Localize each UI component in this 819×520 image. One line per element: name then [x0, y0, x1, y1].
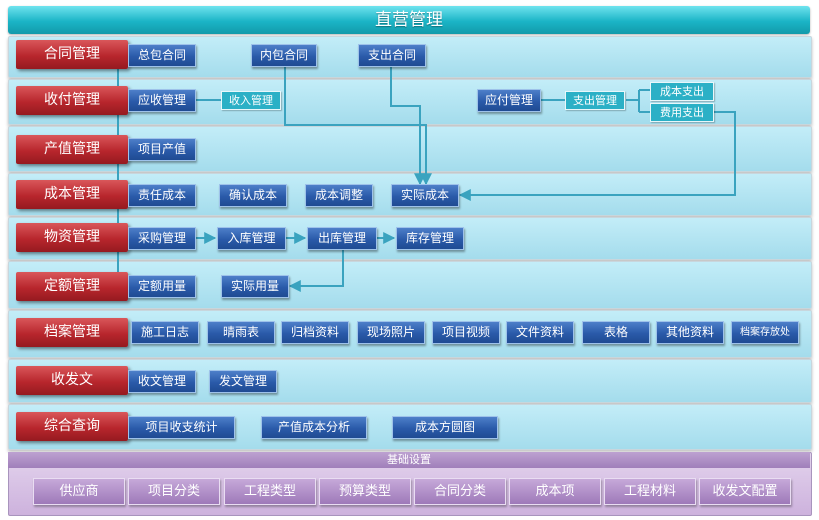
category-quota[interactable]: 定额管理 — [16, 272, 128, 301]
expense-contract-button[interactable]: 支出合同 — [358, 44, 426, 67]
category-query[interactable]: 综合查询 — [16, 412, 128, 441]
confirm-cost-button[interactable]: 确认成本 — [219, 184, 287, 207]
archive-item[interactable]: 现场照片 — [357, 321, 425, 344]
archive-item[interactable]: 归档资料 — [281, 321, 349, 344]
archive-item[interactable]: 其他资料 — [656, 321, 724, 344]
page-title: 直营管理 — [8, 6, 810, 34]
project-output-button[interactable]: 项目产值 — [128, 138, 196, 161]
expense-management-label[interactable]: 支出管理 — [565, 91, 625, 110]
base-item[interactable]: 项目分类 — [128, 478, 220, 505]
responsibility-cost-button[interactable]: 责任成本 — [128, 184, 196, 207]
category-payment[interactable]: 收付管理 — [16, 86, 128, 115]
income-management-label[interactable]: 收入管理 — [221, 91, 281, 110]
row-quota — [8, 261, 812, 309]
inbound-button[interactable]: 入库管理 — [217, 227, 286, 250]
category-output[interactable]: 产值管理 — [16, 135, 128, 164]
base-item[interactable]: 成本项 — [509, 478, 601, 505]
general-contract-button[interactable]: 总包合同 — [128, 44, 196, 67]
stock-button[interactable]: 库存管理 — [396, 227, 464, 250]
query-item[interactable]: 项目收支统计 — [128, 416, 235, 439]
base-item[interactable]: 收发文配置 — [699, 478, 791, 505]
fee-expense-label[interactable]: 费用支出 — [650, 103, 714, 122]
base-item[interactable]: 供应商 — [33, 478, 125, 505]
category-document[interactable]: 收发文 — [16, 366, 128, 395]
archive-item[interactable]: 档案存放处 — [731, 321, 799, 344]
query-item[interactable]: 成本方圆图 — [392, 416, 498, 439]
archive-item[interactable]: 表格 — [582, 321, 650, 344]
purchase-button[interactable]: 采购管理 — [128, 227, 196, 250]
category-contract[interactable]: 合同管理 — [16, 40, 128, 69]
base-item[interactable]: 工程材料 — [604, 478, 696, 505]
archive-item[interactable]: 施工日志 — [131, 321, 199, 344]
query-item[interactable]: 产值成本分析 — [261, 416, 367, 439]
base-item[interactable]: 预算类型 — [319, 478, 411, 505]
base-item[interactable]: 合同分类 — [414, 478, 506, 505]
category-cost[interactable]: 成本管理 — [16, 180, 128, 209]
archive-item[interactable]: 晴雨表 — [207, 321, 275, 344]
receivable-button[interactable]: 应收管理 — [128, 89, 196, 112]
archive-item[interactable]: 项目视频 — [432, 321, 500, 344]
category-archive[interactable]: 档案管理 — [16, 318, 128, 347]
internal-contract-button[interactable]: 内包合同 — [251, 44, 317, 67]
cost-adjust-button[interactable]: 成本调整 — [305, 184, 373, 207]
receive-document-button[interactable]: 收文管理 — [128, 370, 196, 393]
outbound-button[interactable]: 出库管理 — [307, 227, 377, 250]
actual-usage-button[interactable]: 实际用量 — [221, 275, 289, 298]
actual-cost-button[interactable]: 实际成本 — [391, 184, 459, 207]
base-settings-header: 基础设置 — [8, 452, 810, 468]
archive-item[interactable]: 文件资料 — [506, 321, 574, 344]
category-material[interactable]: 物资管理 — [16, 223, 128, 252]
base-item[interactable]: 工程类型 — [224, 478, 316, 505]
payable-button[interactable]: 应付管理 — [477, 89, 541, 112]
send-document-button[interactable]: 发文管理 — [209, 370, 277, 393]
quota-usage-button[interactable]: 定额用量 — [128, 275, 196, 298]
cost-expense-label[interactable]: 成本支出 — [650, 82, 714, 101]
